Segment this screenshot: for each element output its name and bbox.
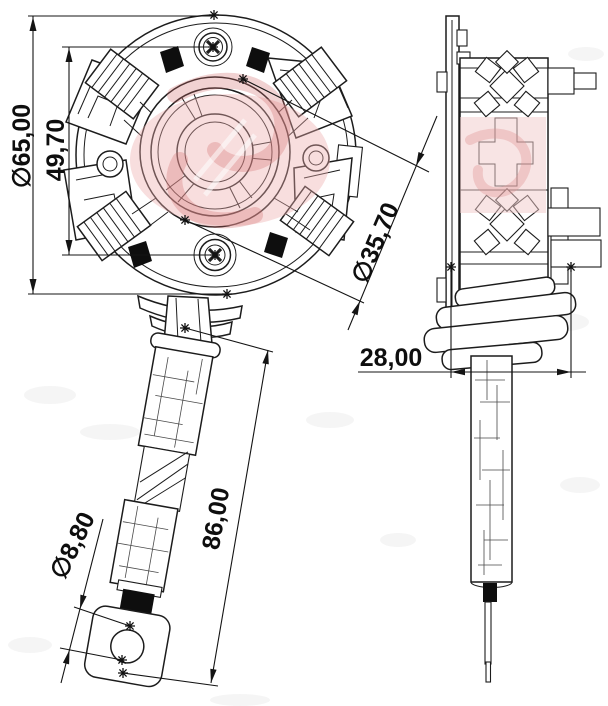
dim-label-inner-diameter: ∅35,70: [346, 199, 405, 288]
dim-label-mount-hole-spacing: 49,70: [42, 119, 70, 182]
dimension-outer-diameter: ∅65,00: [8, 15, 228, 295]
dimension-mount-hole-spacing: 49,70: [42, 46, 216, 256]
dimension-body-width: 28,00: [358, 272, 586, 378]
strain-relief: [423, 276, 577, 371]
dim-label-body-width: 28,00: [360, 344, 423, 372]
side-cable: [470, 355, 513, 683]
side-view: [423, 15, 602, 683]
dim-label-terminal-hole: ∅8,80: [45, 508, 101, 584]
dim-label-cable-length: 86,00: [197, 485, 235, 551]
ring-terminal: [83, 605, 171, 688]
scan-noise: [8, 47, 604, 706]
brush-boot-upper-left: [84, 48, 160, 120]
brush-boot-lower-left: [76, 190, 152, 262]
right-eyelet: [302, 144, 330, 172]
cable-assembly: [83, 332, 221, 688]
dim-label-outer-diameter: ∅65,00: [8, 104, 36, 188]
left-eyelet: [96, 150, 124, 178]
brush-boot-lower-right: [279, 185, 355, 257]
logo-watermark: [130, 72, 546, 229]
